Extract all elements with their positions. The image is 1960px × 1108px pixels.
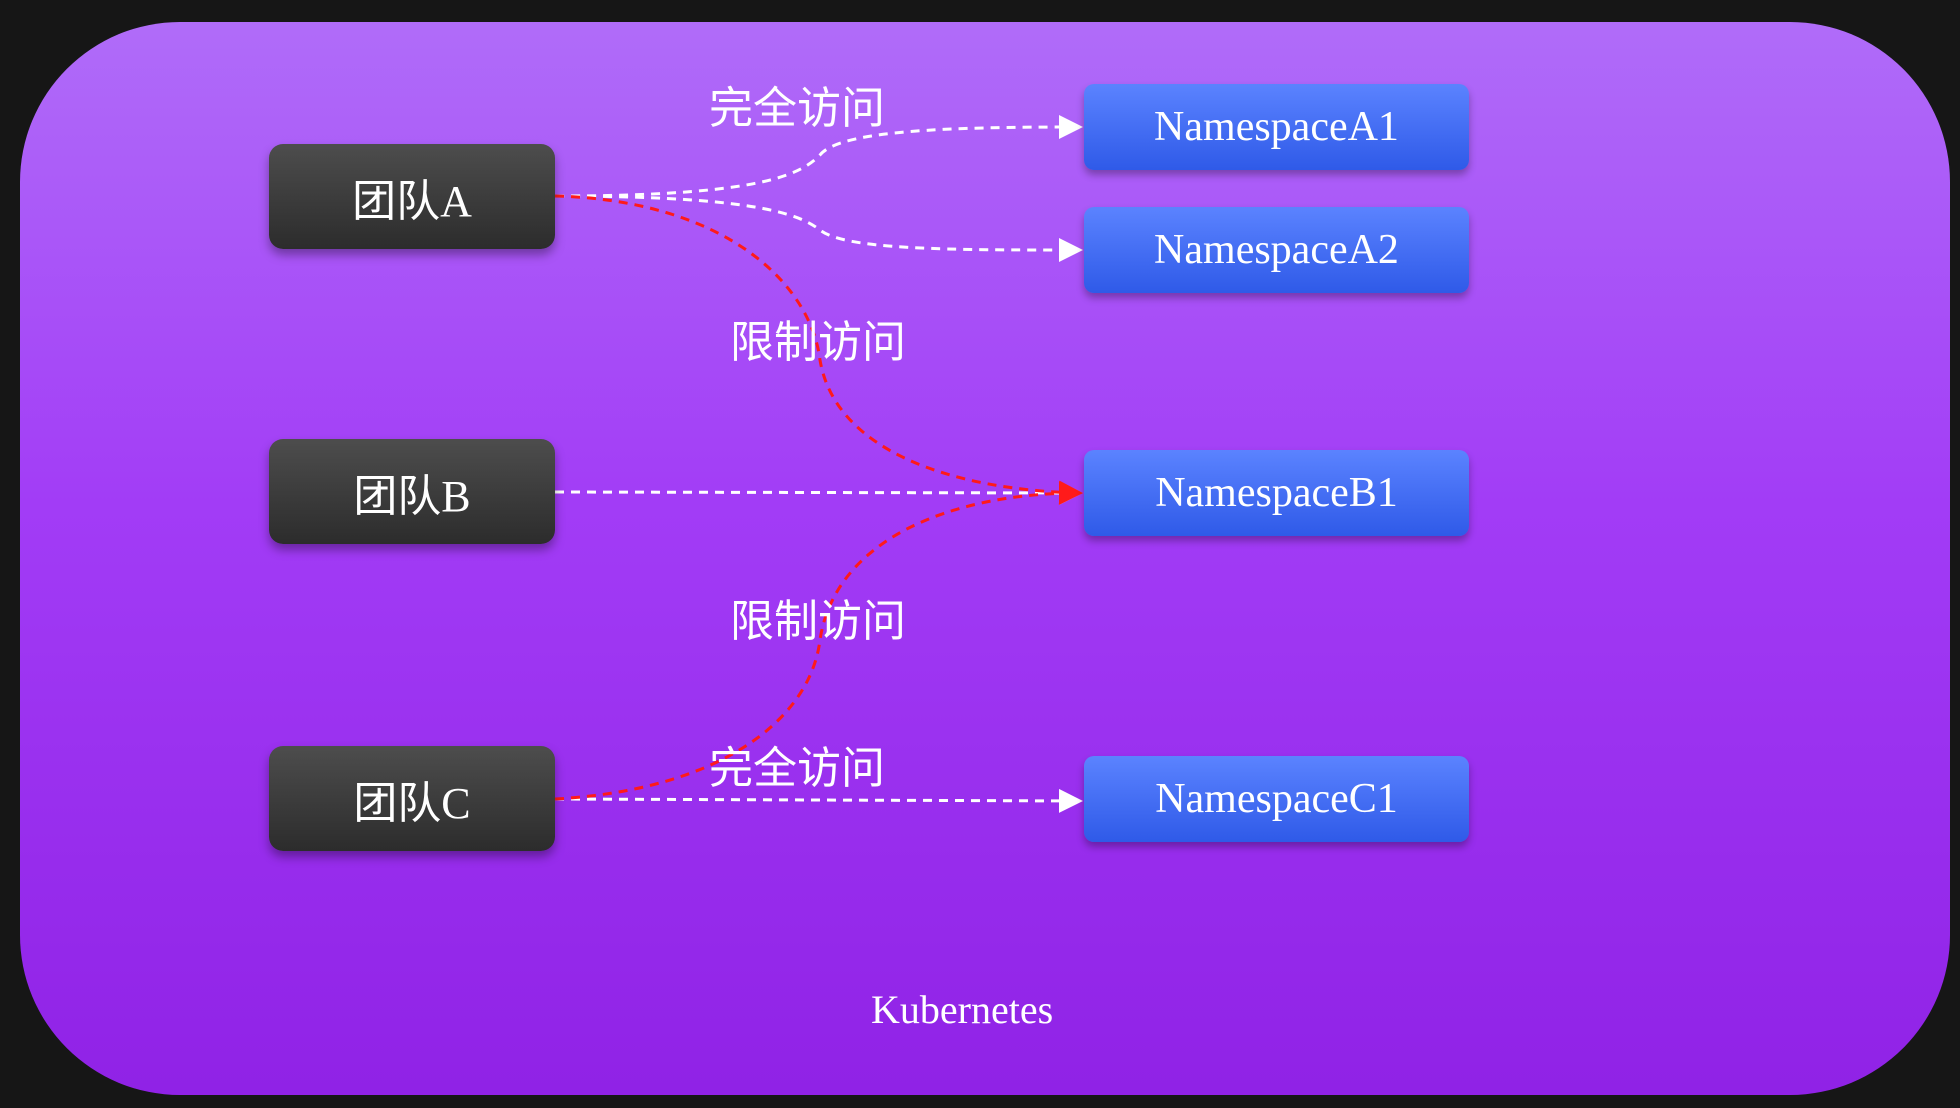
restricted-access-label-top: 限制访问 <box>730 318 906 367</box>
edge-teamB-nsB1 <box>554 480 1083 505</box>
full-access-label-bottom: 完全访问 <box>709 744 885 793</box>
kubernetes-label: Kubernetes <box>871 987 1054 1032</box>
namespace-a2-box: NamespaceA2 <box>1084 207 1469 293</box>
namespace-b1-box: NamespaceB1 <box>1084 450 1469 536</box>
edge-teamA-nsA2 <box>554 194 1083 262</box>
full-access-label-top: 完全访问 <box>709 84 885 133</box>
restricted-access-label-bottom: 限制访问 <box>730 597 906 646</box>
edge-teamA-nsB1-restricted <box>554 194 1083 505</box>
edge-teamC-nsC1 <box>554 788 1083 813</box>
team-c-box: 团队C <box>269 746 555 851</box>
edge-teamA-nsA1 <box>554 115 1083 198</box>
namespace-c1-box: NamespaceC1 <box>1084 756 1469 842</box>
namespace-a1-box: NamespaceA1 <box>1084 84 1469 170</box>
team-b-box: 团队B <box>269 439 555 544</box>
edge-teamC-nsB1-restricted <box>554 481 1083 801</box>
team-a-box: 团队A <box>269 144 555 249</box>
